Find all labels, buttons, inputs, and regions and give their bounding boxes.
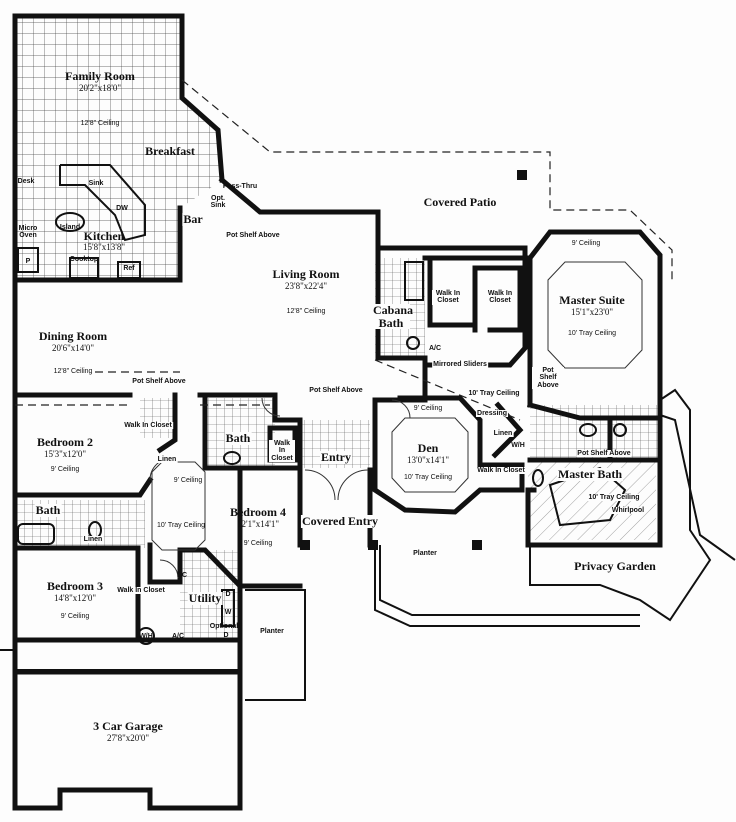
pass-thru-label: Pass-Thru (222, 183, 258, 190)
columns (300, 170, 527, 550)
optional-d-label: D (223, 632, 229, 639)
pot-shelf-master-label: Pot Shelf Above (532, 367, 564, 390)
dc-label: DC (176, 572, 188, 579)
bedroom4-ceiling: 9' Ceiling (243, 540, 273, 547)
bedroom3-label: Bedroom 3 (46, 579, 104, 593)
bedroom3-dims: 14'8"x12'0" (53, 593, 97, 603)
kitchen-dims: 15'8"x13'8" (82, 242, 126, 252)
bar-label: Bar (182, 212, 204, 226)
bedroom2-ceiling: 9' Ceiling (50, 466, 80, 473)
tray-ceiling-bath-label: 10' Tray Ceiling (587, 494, 641, 502)
den-dims: 13'0"x14'1" (406, 455, 450, 465)
walk-in-closet-master-label: Walk In Closet (484, 290, 516, 305)
pot-shelf-bath-label: Pot Shelf Above (576, 450, 632, 458)
dining-room-ceiling: 12'8" Ceiling (53, 368, 93, 375)
master-suite-ceiling: 10' Tray Ceiling (567, 330, 617, 337)
master-suite-dims: 15'1"x23'0" (570, 307, 614, 317)
planter-front-label: Planter (413, 550, 437, 557)
master-ceiling-top: 9' Ceiling (571, 240, 601, 247)
garden-walls (0, 388, 736, 701)
privacy-garden-label: Privacy Garden (574, 559, 656, 573)
ac-cabana-label: A/C (428, 345, 442, 352)
family-room-dims: 20'2"x18'0" (78, 83, 122, 93)
living-room-label: Living Room (272, 267, 340, 281)
interior-walls (12, 255, 663, 643)
micro-oven-label: Micro Oven (18, 225, 38, 240)
washer-label: W (224, 609, 232, 616)
walk-in-closet-bed4-label: Walk In Closet (269, 440, 295, 463)
family-room-label: Family Room (65, 69, 135, 83)
master-suite-label: Master Suite (559, 293, 625, 307)
bedroom2-dims: 15'3"x12'0" (43, 449, 87, 459)
dining-room-label: Dining Room (38, 329, 108, 343)
walk-in-closet-bed2-label: Walk In Closet (123, 422, 173, 430)
family-room-ceiling: 12'8" Ceiling (80, 120, 120, 127)
ref-label: Ref (123, 265, 135, 272)
whirlpool-label: Whirlpool (610, 507, 646, 515)
wh-master-label: W/H (511, 442, 525, 449)
garage-label: 3 Car Garage (93, 719, 163, 733)
covered-patio-label: Covered Patio (423, 195, 497, 209)
breakfast-label: Breakfast (145, 144, 195, 158)
cabana-bath-label: Cabana Bath (372, 303, 414, 330)
master-bath-label: Master Bath (556, 467, 624, 481)
den-ceiling-top: 9' Ceiling (413, 405, 443, 412)
desk-label: Desk (17, 178, 35, 185)
dryer-label: D (225, 591, 231, 598)
dining-room-dims: 20'6"x14'0" (51, 343, 95, 353)
entry-label: Entry (320, 450, 352, 464)
living-room-dims: 23'8"x22'4" (284, 281, 328, 291)
covered-entry-label: Covered Entry (300, 514, 380, 528)
pantry-label: P (25, 258, 31, 265)
den-ceiling: 10' Tray Ceiling (403, 474, 453, 481)
planter-side-label: Planter (260, 628, 284, 635)
mirrored-sliders-label: Mirrored Sliders (432, 361, 488, 369)
sink-label: Sink (88, 180, 104, 187)
bedroom4-label: Bedroom 4 (229, 505, 287, 519)
utility-label: Utility (187, 591, 223, 605)
ac-utility-label: A/C (171, 633, 185, 640)
kitchen-label: Kitchen (83, 229, 125, 243)
bath-left-label: Bath (34, 503, 62, 517)
wh-utility-label: W/H (139, 633, 153, 640)
fixtures (17, 261, 627, 645)
walk-in-closet-cabana-label: Walk In Closet (432, 290, 464, 305)
linen-bath-label: Linen (82, 536, 104, 544)
exterior-walls (12, 13, 663, 811)
kitchen-counters (17, 164, 146, 279)
linen-bed2-label: Linen (156, 456, 178, 464)
dw-label: DW (116, 205, 128, 212)
dressing-label: Dressing (476, 410, 508, 418)
living-room-ceiling: 12'8" Ceiling (286, 308, 326, 315)
bedroom4-dims: 12'1"x14'1" (236, 519, 280, 529)
walk-in-closet-den-label: Walk In Closet (476, 467, 526, 475)
optional-label: Optional (209, 623, 239, 630)
door-swings (149, 397, 411, 579)
linen-master-label: Linen (492, 430, 514, 438)
bath-center-label: Bath (224, 431, 252, 445)
cabana-bath-name: Cabana Bath (372, 303, 414, 330)
garage-dims: 27'8"x20'0" (106, 733, 150, 743)
ceiling-outlines (151, 261, 643, 551)
pot-shelf-dining-label: Pot Shelf Above (131, 378, 187, 386)
bedroom2-label: Bedroom 2 (36, 435, 94, 449)
pot-shelf-bar-label: Pot Shelf Above (226, 232, 280, 239)
bedroom3-ceiling: 9' Ceiling (60, 613, 90, 620)
opt-sink-label: Opt. Sink (210, 195, 226, 210)
walk-in-closet-bed3-label: Walk In Closet (116, 587, 166, 595)
den-label: Den (417, 441, 439, 455)
bed4-hall-tray-ceiling: 10' Tray Ceiling (156, 522, 206, 529)
island-label: Island (59, 224, 81, 231)
tray-ceiling-dressing-label: 10' Tray Ceiling (467, 390, 521, 398)
cooktop-label: Cooktop (69, 256, 99, 263)
bed4-hall-ceiling: 9' Ceiling (173, 477, 203, 484)
pot-shelf-living-label: Pot Shelf Above (308, 387, 364, 395)
